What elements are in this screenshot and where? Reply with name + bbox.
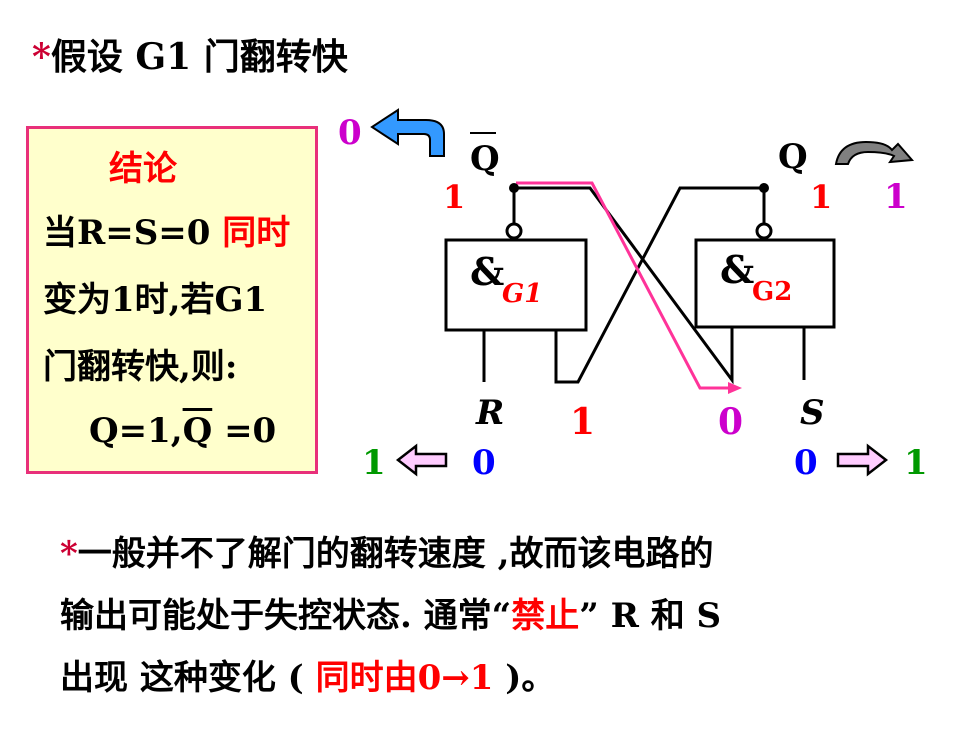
r-label: R xyxy=(475,393,504,433)
conclusion-line-3: 门翻转快,则: xyxy=(43,347,238,387)
wire-qbar-to-g2 xyxy=(512,186,734,385)
r-next: 1 xyxy=(362,443,386,483)
s-next: 1 xyxy=(904,443,928,483)
r-change-arrow-icon xyxy=(395,443,448,477)
paragraph-line-3: 出现 这种变化 ( 同时由0→1 )。 xyxy=(60,650,555,699)
q-curved-arrow-icon xyxy=(834,140,915,165)
s-now: 0 xyxy=(794,443,818,483)
gate1-label: G1 xyxy=(502,279,542,309)
conclusion-line-2: 变为1时,若G1 xyxy=(43,280,268,320)
slide-title: *假设 G1 门翻转快 xyxy=(32,28,348,80)
title-text: 假设 G1 门翻转快 xyxy=(50,36,348,78)
paragraph-line-3-c: )。 xyxy=(493,658,556,698)
r-now: 0 xyxy=(472,443,496,483)
conclusion-result: Q=1,Q =0 xyxy=(89,411,276,451)
paragraph-line-1: *一般并不了解门的翻转速度 ,故而该电路的 xyxy=(60,526,713,575)
conclusion-heading: 结论 xyxy=(109,149,177,189)
qbar-arrow-target: 0 xyxy=(338,113,362,153)
qbar-label: Q xyxy=(470,139,500,179)
s-change-arrow-icon xyxy=(836,443,889,477)
paragraph-line-3-b: 同时由0→1 xyxy=(315,658,494,698)
q-label: Q xyxy=(778,137,808,177)
q-arrow-target: 1 xyxy=(884,177,908,217)
conclusion-box: 结论 当R=S=0 同时 变为1时,若G1 门翻转快,则: Q=1,Q =0 xyxy=(26,126,318,474)
junction-qbar xyxy=(509,183,519,193)
highlight-arrowhead xyxy=(728,382,742,394)
paragraph-line-2-a: 输出可能处于失控状态. 通常“ xyxy=(60,596,512,636)
g1-cross-in: 1 xyxy=(570,401,595,443)
highlight-path xyxy=(516,181,732,390)
wires xyxy=(482,186,806,385)
gate2-symbol: & xyxy=(720,247,754,292)
gate-g2 xyxy=(694,238,836,329)
g1-bubble xyxy=(505,222,523,240)
qbar-curved-arrow-icon xyxy=(370,108,445,157)
paragraph-bullet: * xyxy=(60,534,78,574)
paragraph-line-2-b: 禁止 xyxy=(511,596,580,636)
paragraph-line-2-c: ” R 和 S xyxy=(579,596,722,636)
paragraph-line-1-text: 一般并不了解门的翻转速度 ,故而该电路的 xyxy=(77,534,714,574)
wire-q-to-g1 xyxy=(554,186,766,384)
q-level: 1 xyxy=(810,178,832,216)
g2-cross-in: 0 xyxy=(718,401,743,443)
s-label: S xyxy=(800,393,825,433)
conclusion-line-1-b: 同时 xyxy=(222,213,291,253)
conclusion-line-1-a: 当R=S=0 xyxy=(43,213,223,253)
gate1-symbol: & xyxy=(470,249,504,294)
g2-bubble xyxy=(755,222,773,240)
qbar-level: 1 xyxy=(443,178,465,216)
paragraph-line-2: 输出可能处于失控状态. 通常“禁止” R 和 S xyxy=(60,588,721,637)
result-q: Q=1, xyxy=(89,411,183,451)
junction-q xyxy=(759,183,769,193)
paragraph-line-3-a: 出现 这种变化 ( xyxy=(60,658,316,698)
bullet-star: * xyxy=(32,36,51,78)
gate-g1 xyxy=(444,238,588,332)
gate2-label: G2 xyxy=(752,277,792,307)
result-tail: =0 xyxy=(212,411,277,451)
result-qbar: Q xyxy=(182,411,213,451)
conclusion-line-1: 当R=S=0 同时 xyxy=(43,205,290,254)
